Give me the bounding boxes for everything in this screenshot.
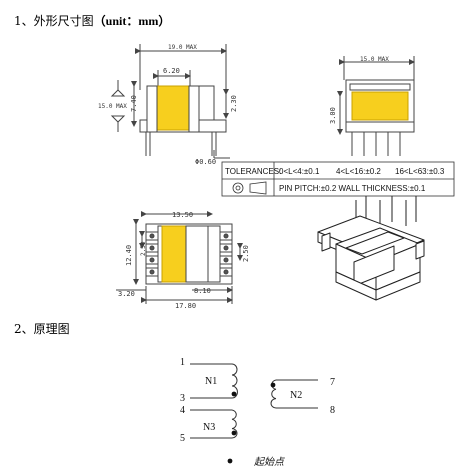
projection-cone-icon (249, 181, 267, 195)
winding-n1-label: N1 (205, 376, 217, 387)
n1-start-dot (231, 391, 237, 397)
n2-start-dot (270, 382, 276, 388)
section2-heading: 2、原理图 (14, 320, 70, 337)
front-dim-labels: 19.0 MAX 6.20 15.0 MAX 7.40 2.30 Φ0.60 (98, 44, 238, 166)
bottom-width-label: 13.50 (172, 211, 193, 219)
section2-title: 原理图 (33, 322, 70, 336)
bottom-h1-label: 12.40 (125, 245, 133, 266)
pin-pitch-label: PIN PITCH:±0.2 WALL THICKNESS:±0.1 (279, 184, 426, 193)
tolerances-label: TOLERANCES: (225, 167, 281, 176)
side-width-label: 15.0 MAX (360, 56, 389, 63)
legend-label: 起始点 (254, 456, 285, 468)
pin-7-label: 7 (330, 377, 335, 388)
tolerance-table: TOLERANCES: 0<L<4:±0.1 4<L<16:±0.2 16<L<… (221, 161, 455, 197)
tolerance-2: 4<L<16:±0.2 (336, 167, 381, 176)
side-height-label: 3.00 (329, 107, 337, 124)
front-view (110, 44, 230, 159)
schematic-labels: 1 3 4 5 7 8 N1 N3 N2 起始点 (180, 357, 335, 468)
section1-number: 1、 (14, 14, 34, 28)
projection-circle-icon (232, 182, 244, 194)
section2-number: 2、 (14, 322, 34, 336)
tolerance-3: 16<L<63:±0.3 (395, 167, 445, 176)
winding-n3-label: N3 (203, 422, 215, 433)
front-width-label: 19.0 MAX (168, 44, 197, 51)
side-dim-labels: 15.0 MAX 3.00 (329, 56, 389, 124)
bottom-right-label: 2.50 (242, 245, 250, 262)
bottom-h2-label: 2.50 (140, 241, 147, 256)
n3-coil (231, 409, 238, 439)
bottom-left-offset-label: 3.20 (118, 290, 135, 298)
pin-4-label: 4 (180, 405, 185, 416)
winding-n2-label: N2 (290, 390, 302, 401)
pin-3-label: 3 (180, 393, 185, 404)
section1-title: 外形尺寸图 (33, 14, 94, 28)
bottom-right-offset-label: 8.10 (194, 287, 211, 295)
schematic (190, 363, 318, 464)
bottom-view (116, 211, 243, 304)
legend-dot (227, 458, 233, 464)
front-height-label: 15.0 MAX (98, 103, 127, 110)
section1-heading: 1、外形尺寸图（unit：mm） (14, 12, 170, 29)
front-right-h-label: 2.30 (230, 95, 238, 112)
pin-5-label: 5 (180, 433, 185, 444)
n3-start-dot (231, 430, 237, 436)
section1-unit: （unit：mm） (93, 14, 171, 28)
front-inner-label: 6.20 (163, 67, 180, 75)
side-view (337, 56, 415, 156)
n1-coil (231, 363, 238, 399)
pin-1-label: 1 (180, 357, 185, 368)
bottom-total-label: 17.80 (175, 302, 196, 310)
bottom-dim-labels: 13.50 12.40 2.50 2.50 3.20 8.10 17.80 (118, 211, 250, 310)
front-left-h-label: 7.40 (130, 95, 138, 112)
isometric-view (317, 196, 425, 301)
pin-8-label: 8 (330, 405, 335, 416)
tolerance-1: 0<L<4:±0.1 (279, 167, 320, 176)
pin-dia-label: Φ0.60 (195, 158, 216, 166)
